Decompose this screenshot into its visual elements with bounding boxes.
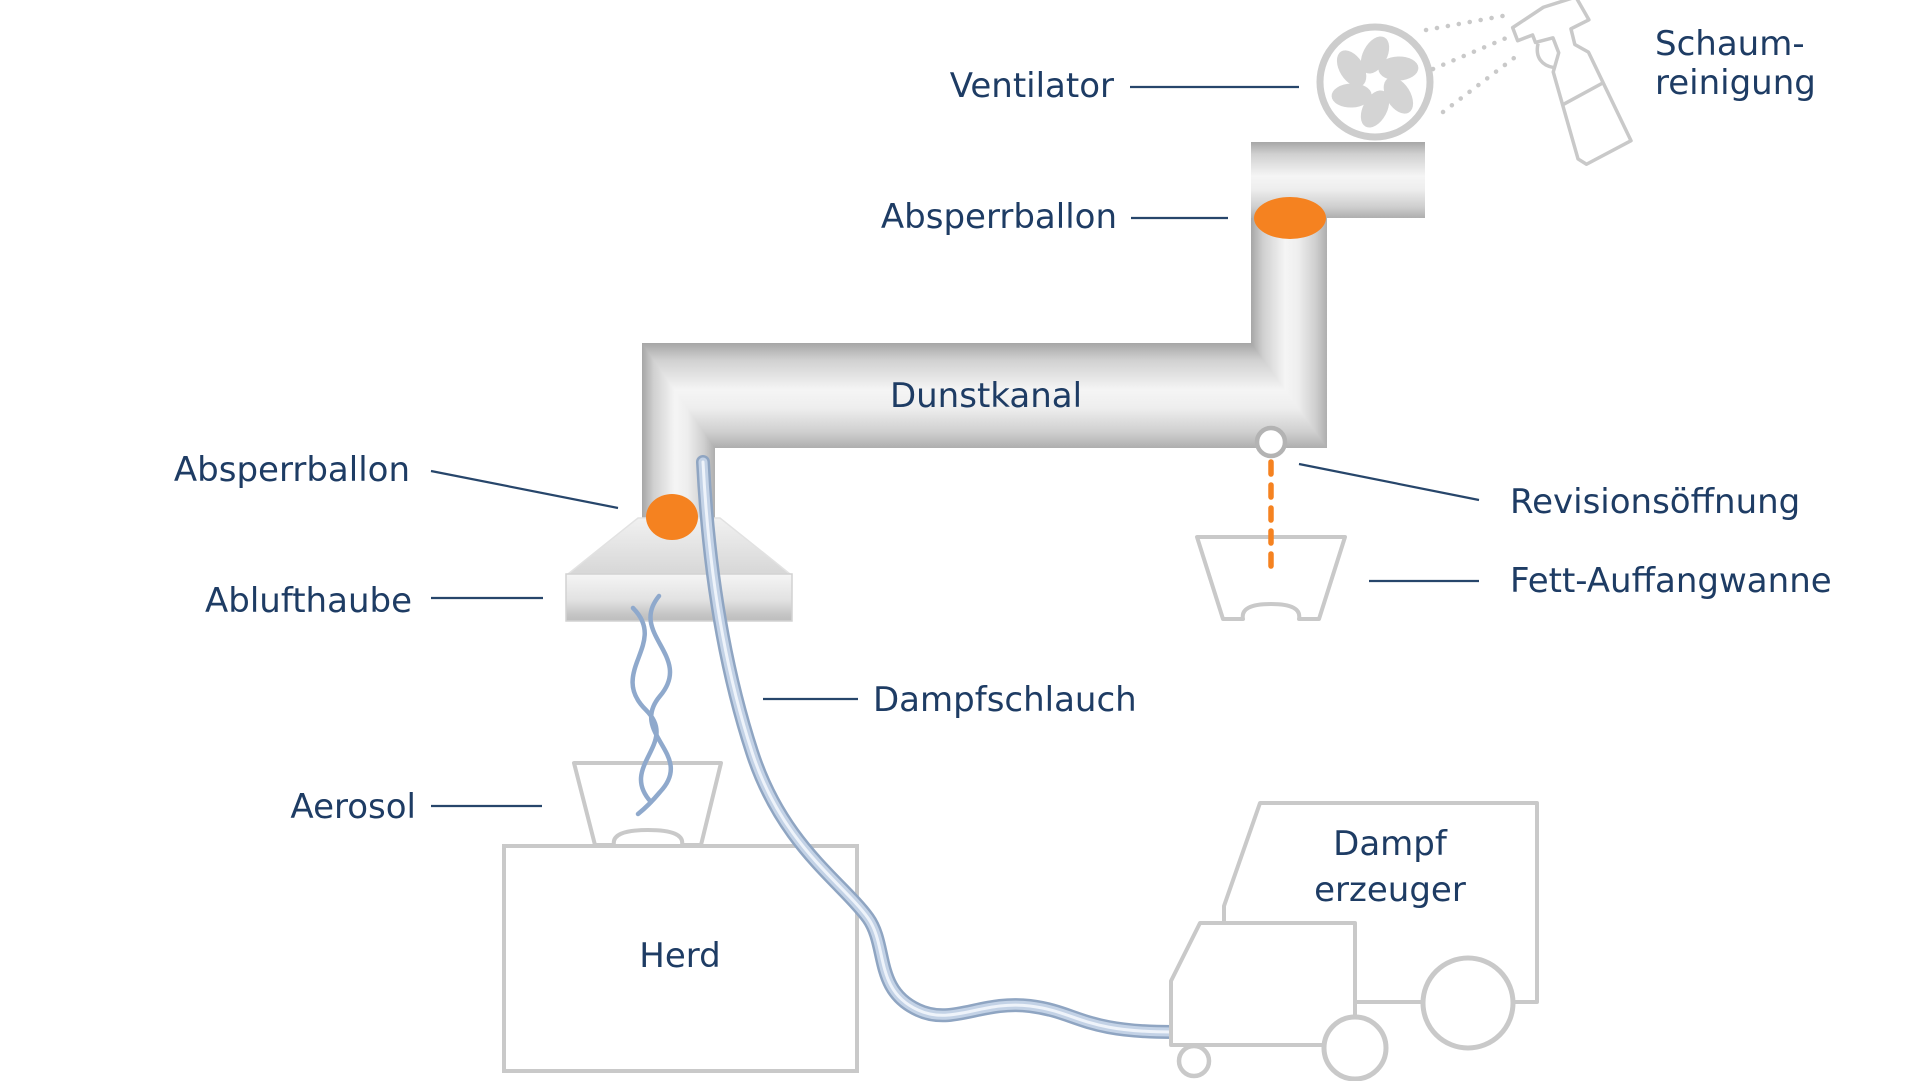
- spray-dotted-line: [1423, 12, 1511, 33]
- duct-vertical-right: [1251, 218, 1327, 448]
- wheel: [1321, 1014, 1389, 1081]
- steam-waves: [630, 593, 674, 817]
- label-schaumreinigung-line1: Schaum-: [1655, 24, 1805, 64]
- spray-bottle-icon: [1510, 0, 1633, 166]
- cab-box: [1169, 921, 1357, 1047]
- fan-blade: [1331, 83, 1372, 108]
- fan-blade: [1378, 56, 1419, 81]
- label-absperrballon-left: Absperrballon: [174, 450, 410, 490]
- steam-generator-trailer: [1169, 801, 1539, 1081]
- spray-dots: [1423, 12, 1517, 115]
- fan-blade: [1383, 77, 1414, 114]
- label-schaumreinigung-line2: reinigung: [1655, 63, 1816, 103]
- absperrballon-top-ellipse: [1254, 197, 1326, 239]
- hose-highlight: [701, 460, 1174, 1034]
- wheel: [1176, 1043, 1212, 1079]
- duct-label: Dunstkanal: [890, 376, 1082, 416]
- exhaust-hood: [565, 517, 793, 622]
- pointer-revisionsoeffnung: [1298, 462, 1480, 502]
- spray-bottle-body: [1510, 0, 1633, 166]
- grease-pan: [1195, 535, 1347, 621]
- absperrballon-left-ellipse: [646, 494, 698, 540]
- pointer-absperrballon-left: [430, 469, 619, 510]
- revision-opening: [1254, 425, 1288, 459]
- label-ablufthaube: Ablufthaube: [205, 581, 412, 621]
- spray-dotted-line: [1430, 33, 1514, 72]
- fan-blade: [1336, 50, 1367, 87]
- label-absperrballon-top: Absperrballon: [881, 197, 1117, 237]
- label-ventilator: Ventilator: [950, 66, 1114, 106]
- label-fett-auffangwanne: Fett-Auffangwanne: [1510, 561, 1832, 601]
- label-aerosol: Aerosol: [290, 787, 416, 827]
- steam-wave-line: [635, 593, 674, 817]
- steam-wave-line: [630, 605, 659, 805]
- stove-label: Herd: [639, 936, 720, 976]
- label-revisionsoeffnung: Revisionsöffnung: [1510, 482, 1800, 522]
- spray-bottle-trigger: [1535, 43, 1555, 70]
- hood-rim: [565, 573, 793, 622]
- fan-hub: [1367, 74, 1383, 90]
- spray-dotted-line: [1440, 55, 1517, 115]
- spray-bottle-seam: [1561, 81, 1604, 107]
- generator-label-line2: erzeuger: [1314, 870, 1466, 910]
- pointer-lines: [430, 85, 1480, 808]
- wheel: [1420, 955, 1516, 1051]
- generator-label-line1: Dampf: [1333, 824, 1448, 864]
- steam-hose: [696, 455, 1179, 1039]
- fan-icon: [1316, 23, 1434, 141]
- duct-horizontal: [642, 343, 1327, 448]
- label-dampfschlauch: Dampfschlauch: [873, 680, 1137, 720]
